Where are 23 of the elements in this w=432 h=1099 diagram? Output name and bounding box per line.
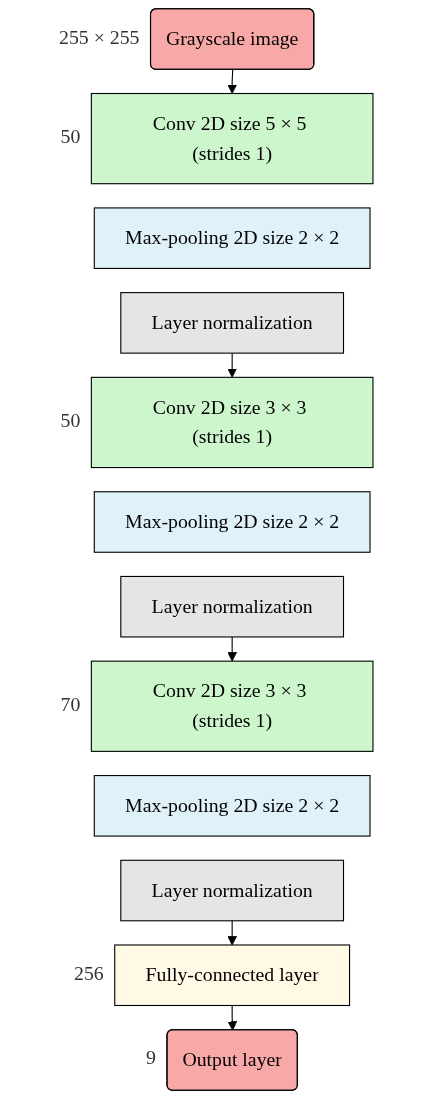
layer-box: Conv 2D size 3 × 3 (strides 1) xyxy=(90,660,374,752)
layer-box: Fully-connected layer xyxy=(114,944,351,1007)
arrow xyxy=(227,920,237,946)
layer-size-label: 256 xyxy=(74,961,104,984)
layer-size-label: 255 × 255 xyxy=(59,25,140,48)
layer-size-label: 50 xyxy=(60,125,81,148)
layer-box: Output layer xyxy=(166,1029,298,1091)
layer-box: Conv 2D size 3 × 3 (strides 1) xyxy=(90,376,374,469)
layer-size-label: 50 xyxy=(60,409,81,431)
layer-box: Layer normalization xyxy=(120,859,345,922)
layer-size-label: 9 xyxy=(146,1046,156,1069)
arrow xyxy=(227,69,237,94)
layer-box: Max-pooling 2D size 2 × 2 xyxy=(93,491,371,553)
arrow xyxy=(227,636,237,662)
arrow xyxy=(227,352,237,378)
layer-box: Max-pooling 2D size 2 × 2 xyxy=(93,775,371,837)
layer-size-label: 70 xyxy=(60,692,81,715)
layer-box: Conv 2D size 5 × 5 (strides 1) xyxy=(90,92,374,185)
arrow xyxy=(227,1004,238,1031)
layer-box: Layer normalization xyxy=(120,292,345,354)
layer-box: Max-pooling 2D size 2 × 2 xyxy=(93,207,371,269)
layer-box: Layer normalization xyxy=(120,575,345,638)
layer-box: Grayscale image xyxy=(149,8,315,70)
